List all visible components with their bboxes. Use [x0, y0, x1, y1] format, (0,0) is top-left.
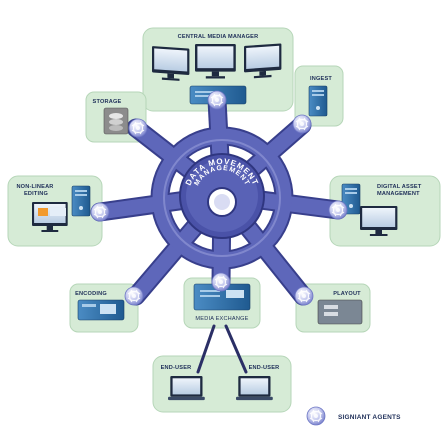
label-playout: PLAYOUT	[333, 291, 361, 297]
label-non-linear-editing-line-2: EDITING	[24, 191, 48, 197]
agent-icon-playout	[294, 286, 314, 306]
legend-label: SIGNIANT AGENTS	[338, 414, 401, 421]
agent-icon-media-exchange	[211, 272, 231, 292]
label-end-user-left: END-USER	[161, 365, 192, 371]
label-media-exchange: MEDIA EXCHANGE	[195, 316, 248, 322]
label-storage: STORAGE	[93, 99, 122, 105]
ingest-server	[308, 85, 328, 117]
playout-device	[317, 299, 363, 325]
agent-icon-storage	[128, 118, 148, 138]
agent-icon-ingest	[292, 114, 312, 134]
agent-icon-central	[207, 90, 227, 110]
end-user-left-laptop	[168, 376, 205, 401]
non-linear-editing-workstation	[32, 185, 91, 232]
media-exchange-server	[193, 283, 251, 311]
encoding-device	[77, 299, 125, 321]
label-end-user-right: END-USER	[249, 365, 280, 371]
agent-icon-dam	[328, 200, 348, 220]
node-labels: CENTRAL MEDIA MANAGER INGEST STORAGE NON…	[16, 34, 421, 371]
label-non-linear-editing-line-1: NON-LINEAR	[16, 184, 53, 190]
storage-device	[103, 107, 129, 135]
label-digital-asset-management-line-1: DIGITAL ASSET	[377, 184, 422, 190]
label-ingest: INGEST	[310, 76, 332, 82]
label-central-media-manager: CENTRAL MEDIA MANAGER	[178, 34, 259, 40]
agent-icon-encoding	[124, 286, 144, 306]
label-encoding: ENCODING	[75, 291, 107, 297]
legend: SIGNIANT AGENTS	[306, 406, 401, 426]
legend-agent-icon	[306, 406, 326, 426]
end-user-right-laptop	[236, 376, 273, 401]
hub: DATA MOVEMENT MANAGEMENT	[179, 153, 265, 239]
label-digital-asset-management-line-2: MANAGEMENT	[377, 191, 420, 197]
agent-icon-nle	[90, 202, 110, 222]
